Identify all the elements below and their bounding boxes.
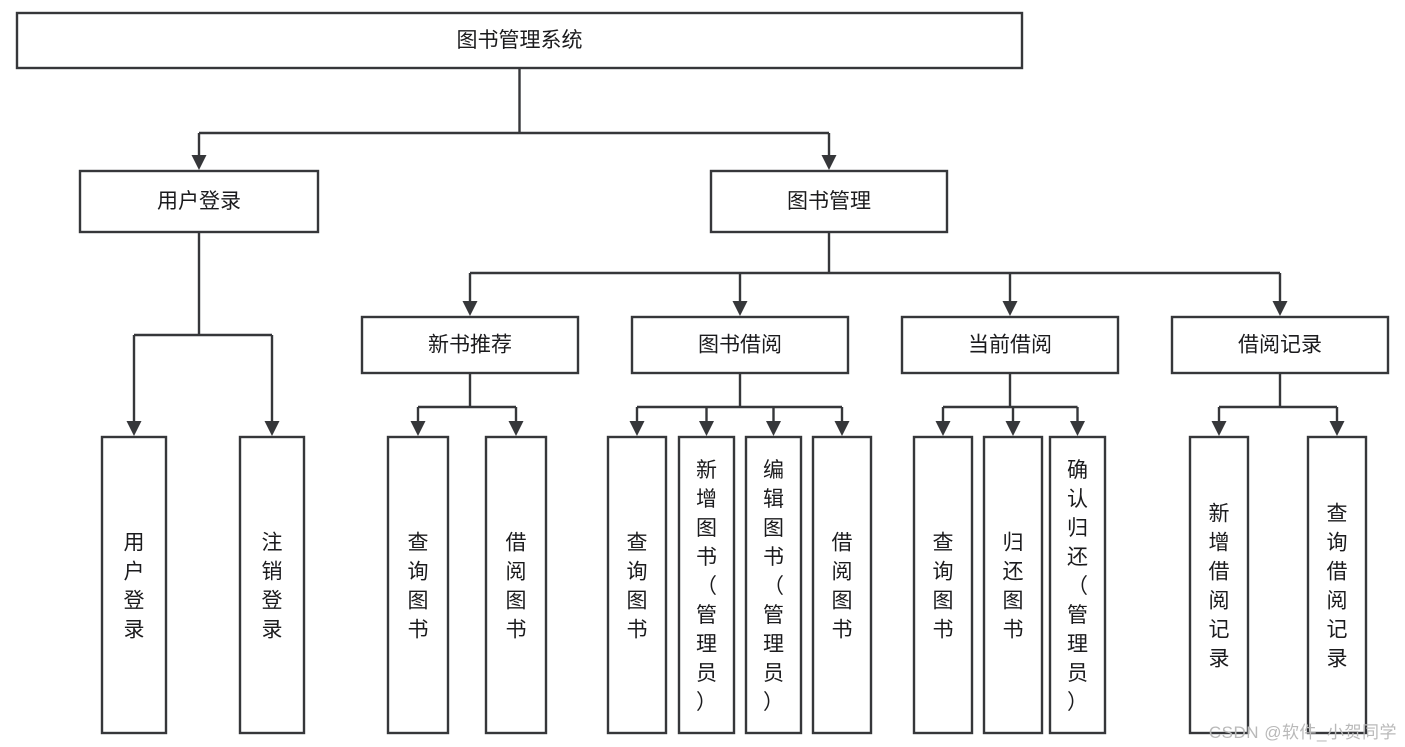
leaf-label: 借阅图书 — [506, 532, 527, 642]
leaf-node[interactable]: 用户登录 — [100, 435, 168, 735]
leaf-box[interactable] — [811, 435, 873, 735]
arrow-head-icon — [1329, 421, 1345, 436]
level2-box[interactable] — [709, 169, 949, 234]
arrow-head-icon — [264, 421, 280, 436]
arrow-head-icon — [410, 421, 426, 436]
leaf-label: 编辑图书（管理员） — [763, 459, 784, 714]
arrow-head-icon — [935, 421, 951, 436]
leaf-box[interactable] — [1048, 435, 1107, 735]
leaf-node[interactable]: 借阅图书 — [811, 435, 873, 735]
level3-label: 图书借阅 — [698, 334, 782, 357]
leaf-label: 查询图书 — [408, 532, 429, 642]
arrow-head-icon — [1002, 301, 1018, 316]
arrow-head-icon — [766, 421, 781, 436]
leaf-label: 注销登录 — [262, 532, 283, 642]
level2-label: 用户登录 — [157, 190, 241, 213]
leaf-node[interactable]: 查询图书 — [606, 435, 668, 735]
arrow-head-icon — [821, 155, 837, 170]
level2-box[interactable] — [78, 169, 320, 234]
level3-box[interactable] — [900, 315, 1120, 375]
leaf-node[interactable]: 借阅图书 — [484, 435, 548, 735]
leaf-label: 新增借阅记录 — [1209, 503, 1230, 671]
level3-node[interactable]: 图书借阅 — [630, 315, 850, 375]
leaf-label: 查询图书 — [933, 532, 954, 642]
leaf-box[interactable] — [484, 435, 548, 735]
leaf-box[interactable] — [677, 435, 736, 735]
leaf-label: 借阅图书 — [832, 532, 853, 642]
level3-label: 借阅记录 — [1238, 334, 1322, 357]
node-layer: 图书管理系统用户登录图书管理新书推荐图书借阅当前借阅借阅记录用户登录注销登录查询… — [15, 11, 1390, 735]
leaf-label: 查询图书 — [627, 532, 648, 642]
arrow-head-icon — [699, 421, 714, 436]
leaf-node[interactable]: 编辑图书（管理员） — [744, 435, 803, 735]
arrow-head-icon — [732, 301, 748, 316]
leaf-node[interactable]: 归还图书 — [982, 435, 1044, 735]
arrow-head-icon — [629, 421, 645, 436]
level3-node[interactable]: 当前借阅 — [900, 315, 1120, 375]
level3-node[interactable]: 新书推荐 — [360, 315, 580, 375]
arrow-head-icon — [1070, 421, 1085, 436]
leaf-label: 归还图书 — [1003, 532, 1024, 642]
connector-layer — [126, 68, 1345, 436]
level3-label: 当前借阅 — [968, 334, 1052, 357]
arrow-head-icon — [191, 155, 207, 170]
leaf-box[interactable] — [912, 435, 974, 735]
leaf-box[interactable] — [744, 435, 803, 735]
csdn-watermark: CSDN @软件_小贺同学 — [1208, 723, 1397, 742]
leaf-box[interactable] — [238, 435, 306, 735]
leaf-label: 确认归还（管理员） — [1067, 459, 1088, 714]
level3-label: 新书推荐 — [428, 334, 512, 357]
arrow-head-icon — [1005, 421, 1021, 436]
leaf-node[interactable]: 新增图书（管理员） — [677, 435, 736, 735]
level2-node[interactable]: 图书管理 — [709, 169, 949, 234]
leaf-node[interactable]: 查询图书 — [912, 435, 974, 735]
leaf-node[interactable]: 查询图书 — [386, 435, 450, 735]
leaf-box[interactable] — [1188, 435, 1250, 735]
level3-box[interactable] — [1170, 315, 1390, 375]
root-box[interactable] — [15, 11, 1024, 70]
leaf-label: 用户登录 — [124, 532, 145, 642]
level2-node[interactable]: 用户登录 — [78, 169, 320, 234]
arrow-head-icon — [834, 421, 850, 436]
level2-label: 图书管理 — [787, 190, 871, 213]
leaf-node[interactable]: 确认归还（管理员） — [1048, 435, 1107, 735]
level3-box[interactable] — [630, 315, 850, 375]
leaf-box[interactable] — [1306, 435, 1368, 735]
leaf-box[interactable] — [100, 435, 168, 735]
root-node[interactable]: 图书管理系统 — [15, 11, 1024, 70]
arrow-head-icon — [126, 421, 142, 436]
arrow-head-icon — [508, 421, 524, 436]
leaf-box[interactable] — [982, 435, 1044, 735]
leaf-node[interactable]: 新增借阅记录 — [1188, 435, 1250, 735]
level3-node[interactable]: 借阅记录 — [1170, 315, 1390, 375]
level3-box[interactable] — [360, 315, 580, 375]
leaf-node[interactable]: 注销登录 — [238, 435, 306, 735]
arrow-head-icon — [1211, 421, 1227, 436]
leaf-label: 查询借阅记录 — [1327, 503, 1348, 671]
leaf-label: 新增图书（管理员） — [696, 459, 717, 714]
arrow-head-icon — [462, 301, 478, 316]
leaf-node[interactable]: 查询借阅记录 — [1306, 435, 1368, 735]
leaf-box[interactable] — [386, 435, 450, 735]
leaf-box[interactable] — [606, 435, 668, 735]
root-label: 图书管理系统 — [457, 29, 583, 52]
arrow-head-icon — [1272, 301, 1288, 316]
